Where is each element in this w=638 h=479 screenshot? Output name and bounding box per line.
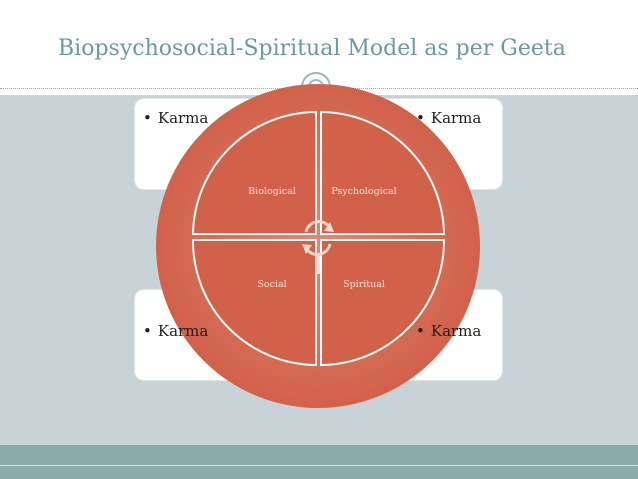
bullet-icon: • [416,322,425,340]
corner-text: Karma [430,322,482,340]
corner-label-top-left: • Karma [143,109,208,127]
quadrant-label-spiritual: Spiritual [343,279,385,290]
bullet-icon: • [143,322,152,340]
quadrant-label-biological: Biological [248,186,296,197]
bullet-icon: • [143,109,152,127]
corner-text: Karma [157,322,209,340]
footer-divider [0,465,638,466]
bullet-icon: • [416,109,425,127]
quadrant-spiritual [320,239,446,367]
quadrant-social [191,239,317,367]
quadrant-biological [191,110,317,235]
quadrant-label-social: Social [257,279,287,290]
slide-title: Biopsychosocial-Spiritual Model as per G… [58,36,566,61]
quadrant-label-psychological: Psychological [331,186,397,197]
corner-text: Karma [157,109,209,127]
corner-label-top-right: • Karma [416,109,481,127]
corner-label-bottom-right: • Karma [416,322,481,340]
footer-band [0,445,638,479]
corner-label-bottom-left: • Karma [143,322,208,340]
corner-text: Karma [430,109,482,127]
quadrant-psychological [320,110,446,235]
